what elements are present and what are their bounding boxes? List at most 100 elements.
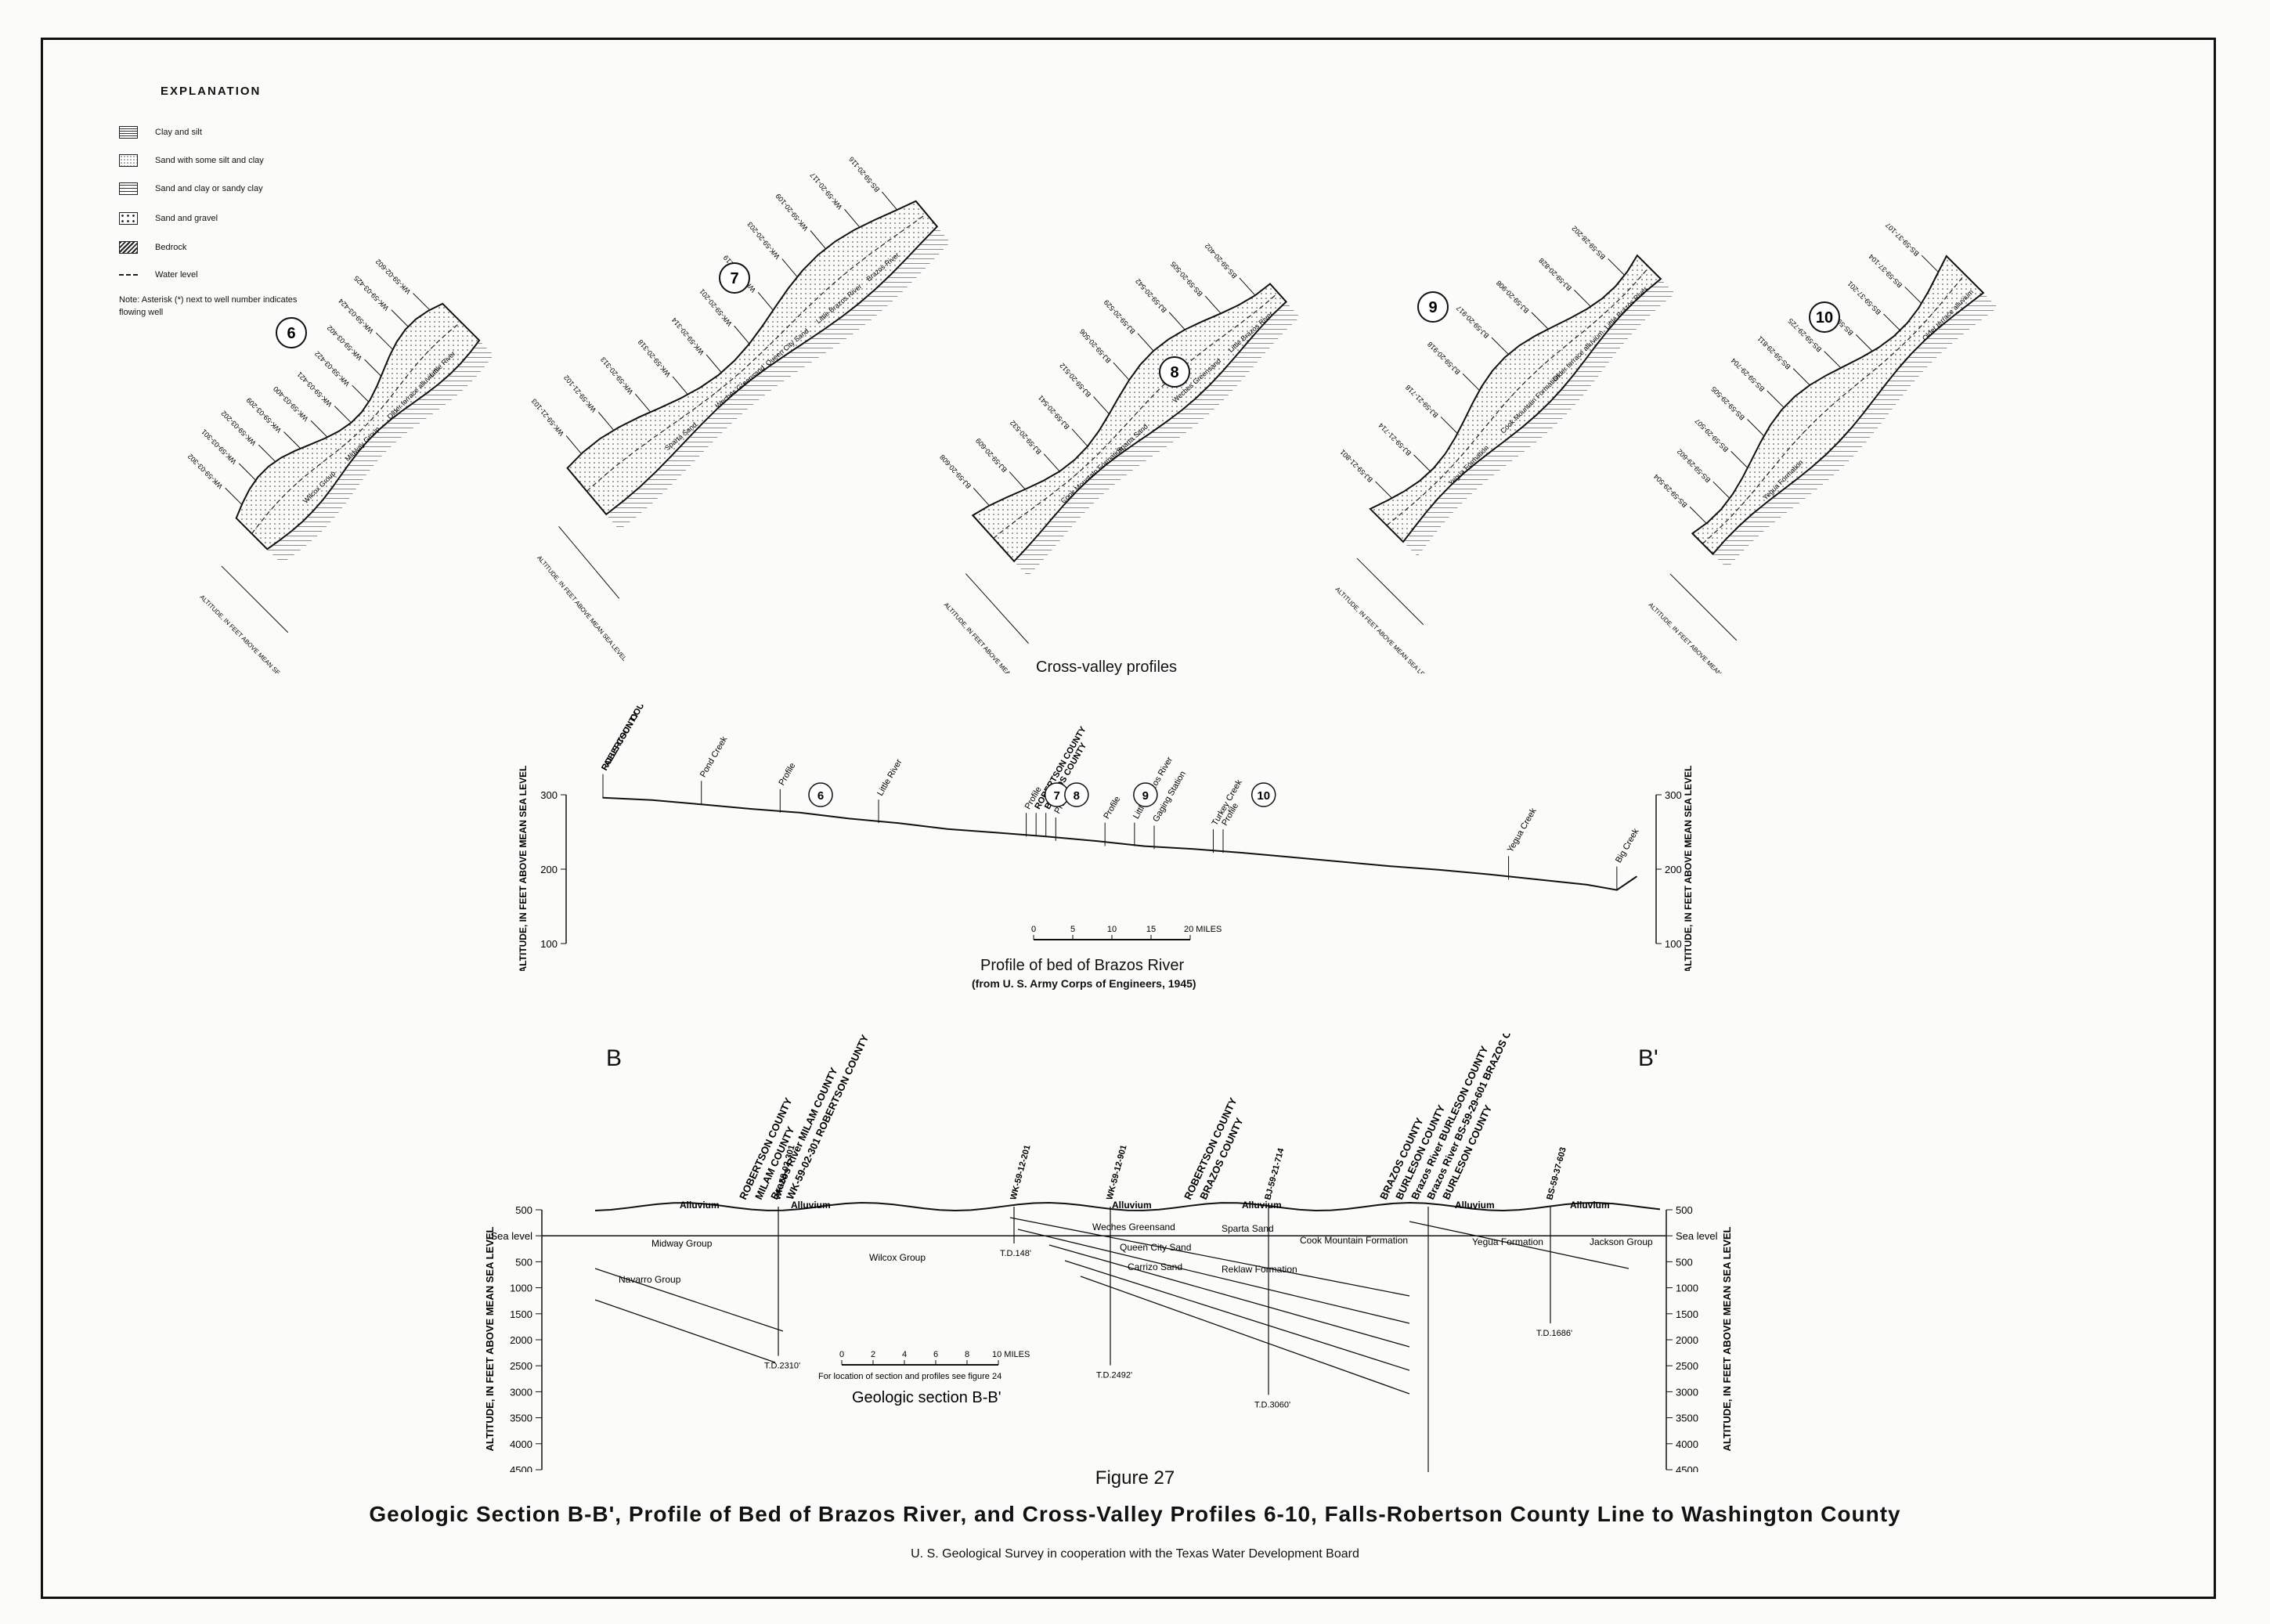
well-tick <box>1413 454 1431 472</box>
river-profile-circle <box>1133 782 1158 807</box>
legend-swatch-gravel <box>119 212 138 225</box>
formation-label: Queen City Sand <box>1120 1242 1191 1253</box>
formation-label: Carrizo Sand <box>1128 1261 1182 1272</box>
section-ytick-label: 500 <box>515 1256 532 1268</box>
well-tick <box>1168 312 1186 330</box>
river-bed-point <box>1193 848 1195 850</box>
altitude-axis-label: ALTITUDE, IN FEET ABOVE MEAN SEA LEVEL <box>1334 586 1435 673</box>
well-label: BJ-59-20-908 <box>1495 279 1531 315</box>
well-label: WK-59-03-425 <box>352 274 390 312</box>
river-ytick-label: 100 <box>1665 938 1682 950</box>
section-ytick-label: Sea level <box>491 1230 533 1242</box>
well-label: WK-59-20-117 <box>809 171 844 211</box>
river-bed-point <box>848 817 850 820</box>
well-label: WK-59-21-102 <box>562 374 597 413</box>
section-scale-tick-label: 4 <box>902 1350 907 1359</box>
river-marker-label: Profile <box>1102 795 1122 821</box>
bedrock-hatch <box>1014 301 1300 577</box>
profile-number: 10 <box>1816 309 1833 327</box>
well-tick <box>364 359 382 377</box>
well-tick <box>1689 506 1707 524</box>
well-label: BS-59-29-504 <box>1652 472 1689 509</box>
well-tick <box>1904 287 1922 305</box>
well-label: WK-59-20-313 <box>599 355 634 395</box>
formation-label: Navarro Group <box>619 1274 681 1285</box>
cross-valley-profile-6: WK-59-03-302WK-59-03-301WK-59-03-202WK-5… <box>186 258 494 673</box>
section-ytick-label: 2500 <box>510 1360 532 1372</box>
well-id: BJ-59-21-714 <box>1263 1146 1286 1201</box>
section-ytick-label: 1500 <box>1676 1308 1698 1320</box>
well-label: BS-59-29-811 <box>1756 334 1792 370</box>
profile-number: 9 <box>1428 299 1437 316</box>
formation-label: Alluvium <box>1112 1200 1152 1211</box>
section-ytick-label: 3500 <box>510 1413 532 1424</box>
cross-valley-profile-9: BJ-59-21-801BJ-59-21-714BJ-59-21-718BJ-5… <box>1334 225 1676 673</box>
river-profile-title: Profile of bed of Brazos River <box>980 957 1185 974</box>
section-ytick-label: 4000 <box>1676 1438 1698 1450</box>
legend-item-gravel: Sand and gravel <box>119 210 218 227</box>
well-label: WK-59-20-314 <box>670 316 706 356</box>
well-tick <box>1792 368 1810 386</box>
well-tick <box>283 431 301 449</box>
miles-scale-tick-label: 10 <box>1107 925 1117 934</box>
valley-fill <box>566 200 939 516</box>
county-label: WK-59-02-301 ROBERTSON COUNTY <box>784 1034 871 1201</box>
formation-label: Sparta Sand <box>1222 1223 1274 1234</box>
profile-number: 8 <box>1170 364 1178 381</box>
section-ytick-label: 2500 <box>1676 1360 1698 1372</box>
figure-number: Figure 27 <box>1095 1467 1175 1489</box>
river-profile-circle-number: 6 <box>817 789 824 803</box>
well-label: WK-59-21-103 <box>530 397 565 437</box>
altitude-axis <box>1669 573 1738 641</box>
well-tick <box>391 309 409 327</box>
river-bed-point <box>1488 873 1490 875</box>
section-ytick-label: Sea level <box>1676 1230 1718 1242</box>
well-label: BS-59-29-505 <box>1709 385 1746 422</box>
well-total-depth: T.D.3060' <box>1254 1400 1290 1409</box>
well-tick <box>844 208 861 228</box>
water-level-line <box>1386 266 1650 526</box>
well-tick <box>238 463 256 481</box>
section-ytick-label: 1500 <box>510 1308 532 1320</box>
formation-contact <box>1048 1244 1410 1348</box>
section-left-label: B <box>606 1045 623 1071</box>
river-bed-point <box>996 832 998 834</box>
sheet-frame <box>41 38 2216 1599</box>
well-label: BJ-59-20-828 <box>1537 257 1573 293</box>
well-label: WK-59-03-400 <box>272 384 309 422</box>
section-right-label: B' <box>1638 1045 1658 1071</box>
altitude-axis <box>221 565 289 633</box>
river-bed-line <box>602 796 1637 891</box>
well-tick <box>1239 277 1256 296</box>
well-label: BS-59-37-104 <box>1868 253 1904 290</box>
figure-credit: U. S. Geological Survey in cooperation w… <box>911 1547 1359 1561</box>
well-label: BJ-59-20-608 <box>938 453 973 490</box>
river-ytick-label: 200 <box>1665 864 1682 875</box>
river-bed-point <box>947 828 948 830</box>
well-tick <box>1071 428 1088 447</box>
well-tick <box>565 435 582 454</box>
formation-label: Weches Greensand <box>1092 1222 1175 1232</box>
section-ytick-label: 1000 <box>1676 1283 1698 1294</box>
section-ytick-label: 4500 <box>1676 1464 1698 1472</box>
river-ytick-label: 100 <box>540 938 558 950</box>
formation-contact <box>594 1299 776 1363</box>
well-label: WK-59-03-301 <box>200 428 237 465</box>
geologic-section-caption: Geologic section B-B' <box>852 1389 1001 1406</box>
legend-swatch-water <box>119 274 138 276</box>
river-ylabel-right: ALTITUDE, IN FEET ABOVE MEAN SEA LEVEL <box>1683 766 1694 971</box>
legend-swatch-bedrock <box>119 241 138 254</box>
river-bed-point <box>897 822 899 824</box>
formation-label: Midway Group <box>651 1238 713 1249</box>
well-tick <box>413 293 431 311</box>
section-ylabel-right: ALTITUDE, IN FEET ABOVE MEAN SEA LEVEL <box>1721 1226 1733 1451</box>
well-label: BJ-59-21-801 <box>1338 448 1374 484</box>
well-total-depth: T.D.2492' <box>1096 1371 1132 1380</box>
river-ytick-label: 300 <box>540 789 558 801</box>
well-label: BS-59-20-402 <box>1204 242 1239 280</box>
river-bed-point <box>1389 865 1391 867</box>
well-label: BS-59-37-201 <box>1846 280 1882 316</box>
